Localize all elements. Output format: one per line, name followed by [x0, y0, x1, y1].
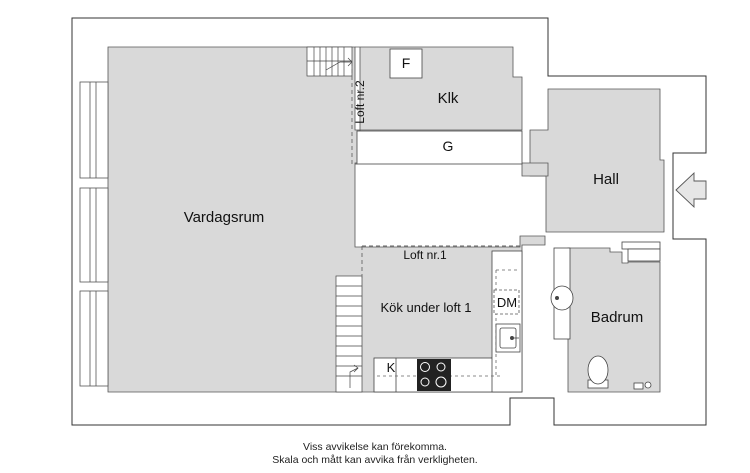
label-g: G	[443, 138, 454, 154]
disclaimer-line-1: Viss avvikelse kan förekomma.	[303, 441, 447, 453]
stairs-upper	[306, 46, 353, 77]
floor-drain-icon	[633, 381, 652, 390]
kitchen-sink-icon	[495, 323, 521, 353]
disclaimer-line-2: Skala och mått kan avvika från verklighe…	[272, 454, 478, 466]
label-klk: Klk	[438, 90, 459, 107]
label-hall: Hall	[593, 171, 619, 188]
bathroom-vanity	[550, 241, 661, 340]
label-k: K	[387, 360, 396, 375]
disclaimer: Viss avvikelse kan förekomma. Skala och …	[0, 441, 750, 467]
label-kok: Kök under loft 1	[380, 300, 471, 315]
label-badrum: Badrum	[591, 309, 644, 326]
label-dm: DM	[497, 295, 517, 310]
toilet-icon	[587, 355, 609, 389]
label-loft1: Loft nr.1	[403, 248, 447, 262]
entrance-arrow-icon	[675, 171, 707, 209]
dishwasher-box	[493, 289, 520, 315]
label-vardagsrum: Vardagsrum	[184, 209, 265, 226]
windows	[79, 81, 109, 387]
loft-outlines	[351, 62, 520, 278]
unit-f	[389, 48, 423, 79]
label-loft2: Loft nr.2	[353, 80, 367, 124]
label-f: F	[402, 55, 411, 71]
stairs-lower	[335, 275, 363, 393]
counter-g	[356, 130, 523, 165]
stove-icon	[417, 359, 451, 391]
